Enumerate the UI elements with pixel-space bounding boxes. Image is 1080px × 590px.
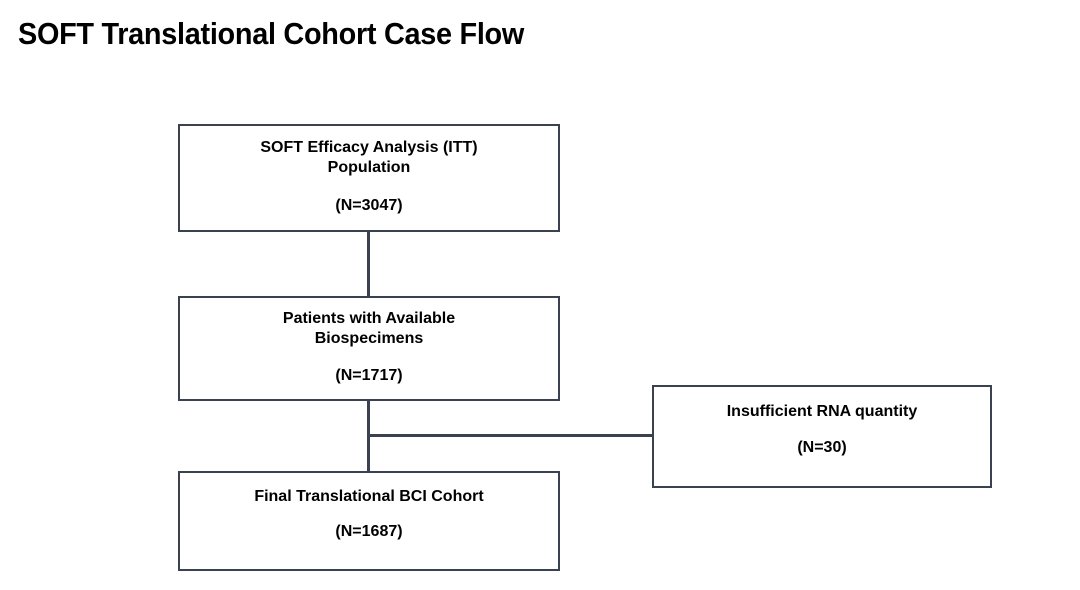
flow-node-count: (N=30) (797, 439, 847, 457)
flow-node-line-2: Biospecimens (314, 330, 424, 348)
flow-node-final-translational-bci-cohort: Final Translational BCI Cohort (N=1687) (178, 471, 560, 571)
flow-node-line-1: Patients with Available (282, 310, 456, 327)
flow-node-count: (N=3047) (335, 196, 403, 214)
flow-node-count: (N=1687) (335, 523, 403, 541)
flow-node-line-1: Insufficient RNA quantity (726, 403, 918, 420)
page-title: SOFT Translational Cohort Case Flow (18, 16, 525, 51)
connector-biospecimens-to-excluded (367, 434, 654, 437)
flow-node-line-1: Final Translational BCI Cohort (254, 488, 484, 505)
flow-node-line-2: Population (327, 159, 411, 177)
flow-node-soft-efficacy-itt-population: SOFT Efficacy Analysis (ITT) Population … (178, 124, 560, 232)
flow-node-line-1: SOFT Efficacy Analysis (ITT) (260, 139, 478, 156)
flow-node-insufficient-rna-quantity: Insufficient RNA quantity (N=30) (652, 385, 992, 488)
connector-itt-to-biospecimens (367, 231, 370, 297)
flow-node-count: (N=1717) (335, 366, 403, 384)
flow-node-patients-with-available-biospecimens: Patients with Available Biospecimens (N=… (178, 296, 560, 401)
